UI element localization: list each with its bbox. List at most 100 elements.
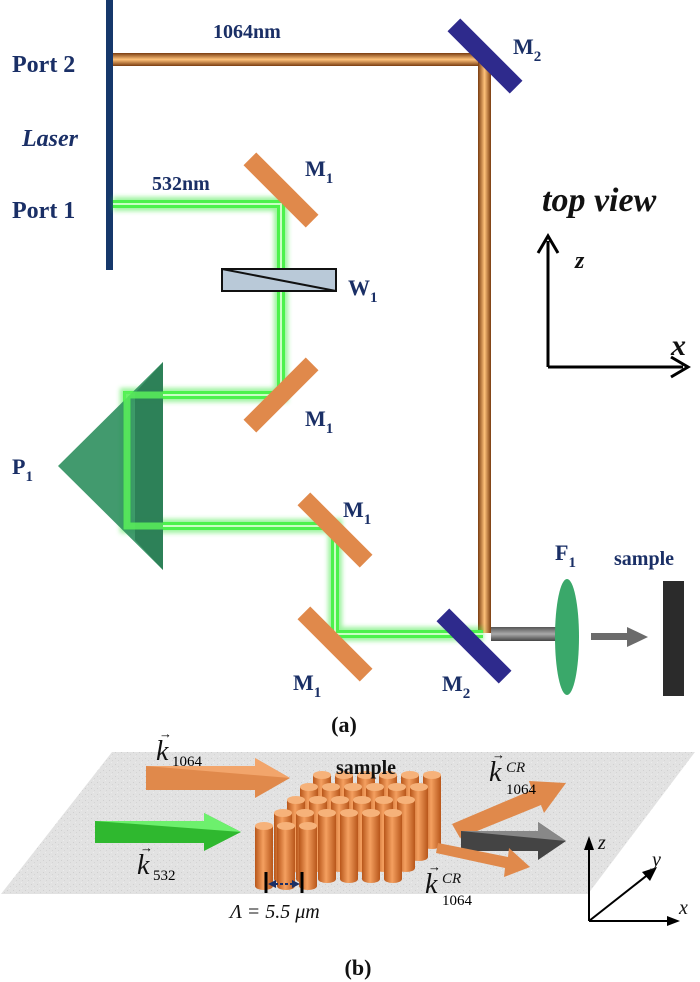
mirror-m1-b <box>243 357 319 433</box>
svg-text:1064: 1064 <box>506 782 537 798</box>
beam-532-in-prism <box>123 391 163 530</box>
pillar-top <box>340 809 358 817</box>
label-m2-bottom: M2 <box>442 671 470 702</box>
svg-text:k: k <box>156 736 169 767</box>
pillar-array <box>255 771 441 890</box>
pillar-top <box>255 822 273 830</box>
axis-y-3d: y <box>650 849 661 871</box>
pillar-top <box>344 783 362 791</box>
svg-text:1064: 1064 <box>442 893 473 909</box>
axis-x-top: x <box>670 329 686 362</box>
pillar <box>340 813 358 883</box>
label-port1: Port 1 <box>12 198 75 224</box>
pillar-top <box>322 783 340 791</box>
pillar-top <box>299 822 317 830</box>
svg-text:k: k <box>425 869 438 900</box>
sample-block <box>663 581 684 696</box>
pillar-top <box>296 809 314 817</box>
axis-x-3d: x <box>678 897 688 919</box>
mirror-m2-top <box>447 18 523 94</box>
pillar-top <box>277 822 295 830</box>
pillar <box>362 813 380 883</box>
arrow-k-cr-top <box>452 781 566 838</box>
pillar-top <box>366 783 384 791</box>
label-m1-b: M1 <box>305 406 333 437</box>
axis-z-top: z <box>574 248 585 274</box>
arrow-k-cr-bottom <box>436 843 530 877</box>
pillar-top <box>318 809 336 817</box>
label-p1: P1 <box>12 454 33 485</box>
pillar-top <box>353 796 371 804</box>
arrow-k-grey <box>461 822 566 860</box>
pillar-top <box>287 796 305 804</box>
pillar-top <box>423 771 441 779</box>
pillar-top <box>309 796 327 804</box>
svg-text:1064: 1064 <box>172 754 203 770</box>
caption-a: (a) <box>331 712 357 737</box>
label-532nm: 532nm <box>152 173 210 195</box>
svg-text:→: → <box>140 840 153 855</box>
label-m1-c: M1 <box>343 497 371 528</box>
pillar <box>384 813 402 883</box>
beam-combined <box>491 627 557 641</box>
label-1064nm: 1064nm <box>213 21 281 43</box>
mirror-m1-d <box>297 606 373 682</box>
pillar-top <box>335 771 353 779</box>
pillar-top <box>375 796 393 804</box>
svg-text:→: → <box>492 747 505 762</box>
arrow-k1064 <box>146 758 290 798</box>
label-k1064-cr-bottom: k → 1064 CR <box>425 859 473 909</box>
axis-z-3d: z <box>597 832 606 854</box>
svg-text:CR: CR <box>442 871 461 887</box>
pillar-top <box>410 783 428 791</box>
label-sample-a: sample <box>614 548 674 570</box>
svg-text:CR: CR <box>506 760 525 776</box>
label-top-view: top view <box>542 182 657 219</box>
label-sample-b: sample <box>336 757 396 779</box>
pillar-top <box>274 809 292 817</box>
pillar-top <box>331 796 349 804</box>
pillar-top <box>401 771 419 779</box>
label-m1-d: M1 <box>293 670 321 701</box>
label-m1-a: M1 <box>305 156 333 187</box>
pillar-top <box>379 771 397 779</box>
caption-b: (b) <box>345 955 372 980</box>
label-m2-top: M2 <box>513 34 541 65</box>
label-k532: k → 532 <box>137 840 176 884</box>
label-k1064-cr-top: k → 1064 CR <box>489 747 537 798</box>
waveplate-w1 <box>221 268 337 292</box>
mirror-m2-bottom <box>436 608 512 684</box>
pillar <box>255 826 273 890</box>
label-k1064: k → 1064 <box>156 726 203 770</box>
pillar-top <box>388 783 406 791</box>
svg-text:k: k <box>489 757 502 788</box>
label-period: Λ = 5.5 μm <box>228 901 320 923</box>
pillar-top <box>357 771 375 779</box>
svg-text:→: → <box>428 859 441 874</box>
arrow-k532 <box>95 813 241 851</box>
label-w1: W1 <box>348 275 378 306</box>
svg-text:532: 532 <box>153 868 176 884</box>
label-port2: Port 2 <box>12 52 75 78</box>
pillar-top <box>362 809 380 817</box>
arrow-to-sample <box>591 627 648 647</box>
laser-bar <box>106 0 113 270</box>
pillar <box>277 826 295 890</box>
svg-text:k: k <box>137 850 150 881</box>
axes-3d <box>584 836 680 926</box>
pillar-top <box>397 796 415 804</box>
svg-text:→: → <box>159 726 172 741</box>
mirror-m1-a <box>243 152 319 228</box>
axes-top-view <box>536 233 691 379</box>
label-f1: F1 <box>555 540 576 571</box>
pillar <box>318 813 336 883</box>
mirror-m1-c <box>297 492 373 568</box>
pillar-top <box>384 809 402 817</box>
lens-f1 <box>555 579 579 695</box>
label-laser: Laser <box>21 126 79 152</box>
pillar-top <box>300 783 318 791</box>
pillar-top <box>313 771 331 779</box>
prism-p1 <box>58 362 163 570</box>
